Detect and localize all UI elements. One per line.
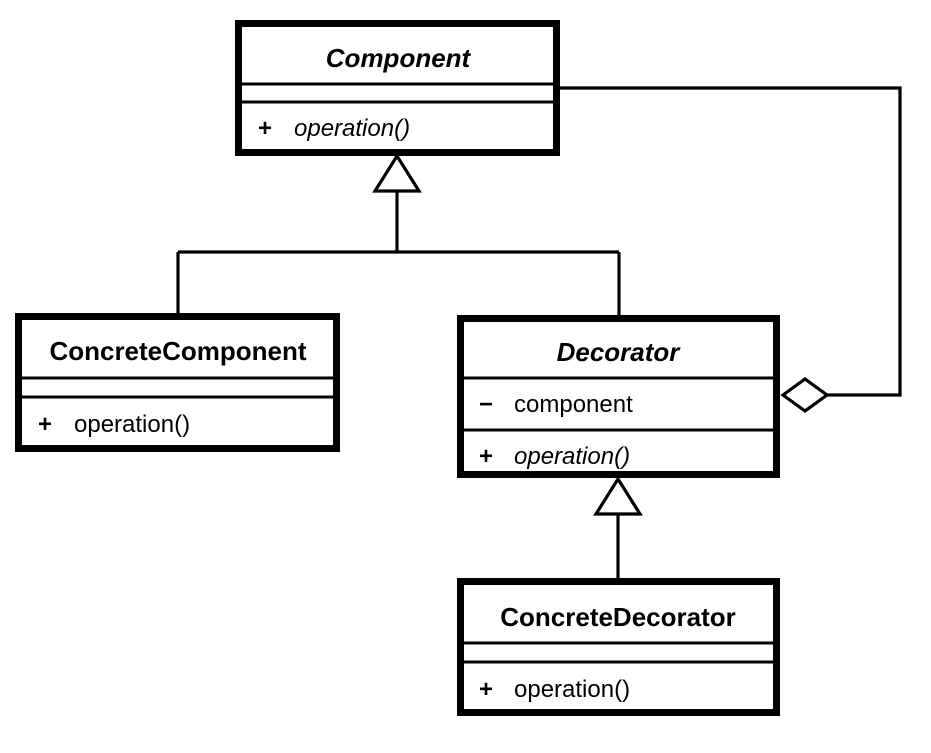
concrete-component-operation-visibility: + <box>38 411 52 438</box>
decorator-operation-name: operation() <box>514 443 630 470</box>
aggregation-diamond-decorator <box>780 377 830 413</box>
class-box-concrete-decorator[interactable]: ConcreteDecorator + operation() <box>457 578 780 716</box>
concrete-decorator-operation-visibility: + <box>479 676 493 703</box>
class-box-concrete-component[interactable]: ConcreteComponent + operation() <box>15 313 340 452</box>
concrete-decorator-operation-name: operation() <box>514 676 630 703</box>
aggregation-edge-decorator-component[interactable] <box>560 86 902 397</box>
decorator-attribute-visibility: − <box>479 391 493 418</box>
relationship-layer <box>176 86 902 578</box>
decorator-frame <box>457 315 780 478</box>
component-class-name: Component <box>326 43 472 73</box>
concrete-component-frame <box>15 313 340 452</box>
class-box-decorator[interactable]: Decorator − component + operation() <box>457 315 780 478</box>
component-operation-name: operation() <box>294 115 410 142</box>
decorator-class-name: Decorator <box>557 337 682 367</box>
marker-layer <box>372 152 830 516</box>
class-box-component[interactable]: Component + operation() <box>235 20 560 156</box>
generalization-triangle-decorator <box>593 475 643 516</box>
decorator-operation-visibility: + <box>479 443 493 470</box>
generalization-triangle-component <box>372 152 422 193</box>
decorator-attribute-name: component <box>514 391 633 418</box>
component-operation-visibility: + <box>258 115 272 142</box>
component-frame <box>235 20 560 156</box>
concrete-component-class-name: ConcreteComponent <box>49 336 306 366</box>
concrete-decorator-frame <box>457 578 780 716</box>
concrete-decorator-class-name: ConcreteDecorator <box>500 602 736 632</box>
concrete-component-operation-name: operation() <box>74 411 190 438</box>
